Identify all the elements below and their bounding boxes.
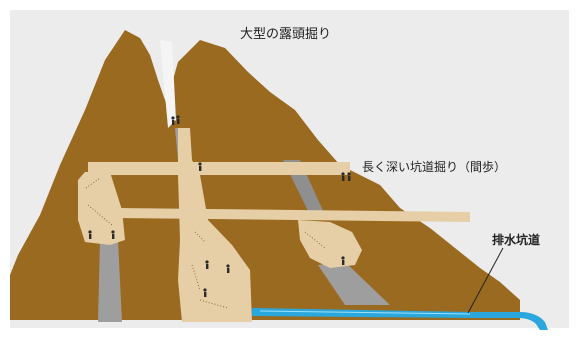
open-pit-crevice <box>160 40 176 128</box>
left-chamber <box>78 172 125 245</box>
right-chamber <box>298 220 362 268</box>
drainage-water <box>252 308 548 330</box>
miner-figures <box>88 115 351 297</box>
label-long-tunnel: 長く深い坑道掘り（間歩） <box>362 159 506 174</box>
label-drain-tunnel: 排水坑道 <box>492 232 540 247</box>
upper-horizontal-tunnel <box>88 162 350 175</box>
drain-leader-line <box>467 247 504 314</box>
shaft-left <box>98 240 122 322</box>
drainage-water-highlight <box>259 310 471 315</box>
shaft-right <box>318 262 390 305</box>
central-vertical-tunnel <box>178 128 252 322</box>
label-open-pit: 大型の露頭掘り <box>240 27 331 42</box>
tunnel-system <box>78 128 470 322</box>
tunnel-texture <box>85 177 326 309</box>
